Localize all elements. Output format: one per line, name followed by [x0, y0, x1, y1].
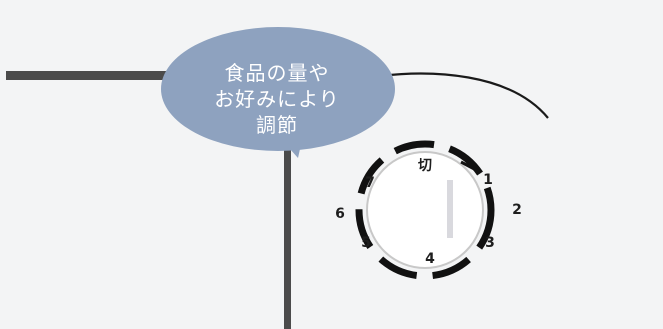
callout-text: 食品の量や お好みにより 調節	[164, 60, 390, 138]
dial-number-1: 1	[483, 172, 493, 188]
dial-number-6: 6	[335, 206, 345, 222]
dial-knob[interactable]	[366, 151, 484, 269]
dial-grip	[447, 180, 453, 238]
dial-number-2: 2	[512, 202, 522, 218]
timer-dial[interactable]: 1 2 3 4 56 7 切	[335, 140, 522, 280]
horizontal-bar	[6, 71, 182, 80]
dial-number-4: 4	[425, 251, 435, 267]
callout-line-2: お好みにより	[214, 87, 340, 111]
dial-off-label: 切	[418, 158, 432, 174]
speech-bubble	[161, 27, 395, 158]
dial-number-7: 7	[365, 175, 375, 191]
dial-pointer	[460, 160, 481, 174]
dial-ring	[355, 140, 495, 280]
vertical-post	[284, 128, 291, 329]
callout-line-3: 調節	[256, 113, 298, 137]
curved-line	[379, 72, 549, 119]
dial-number-5: 5	[361, 235, 371, 251]
callout-line-1: 食品の量や	[224, 61, 330, 85]
dial-number-3: 3	[485, 235, 495, 251]
